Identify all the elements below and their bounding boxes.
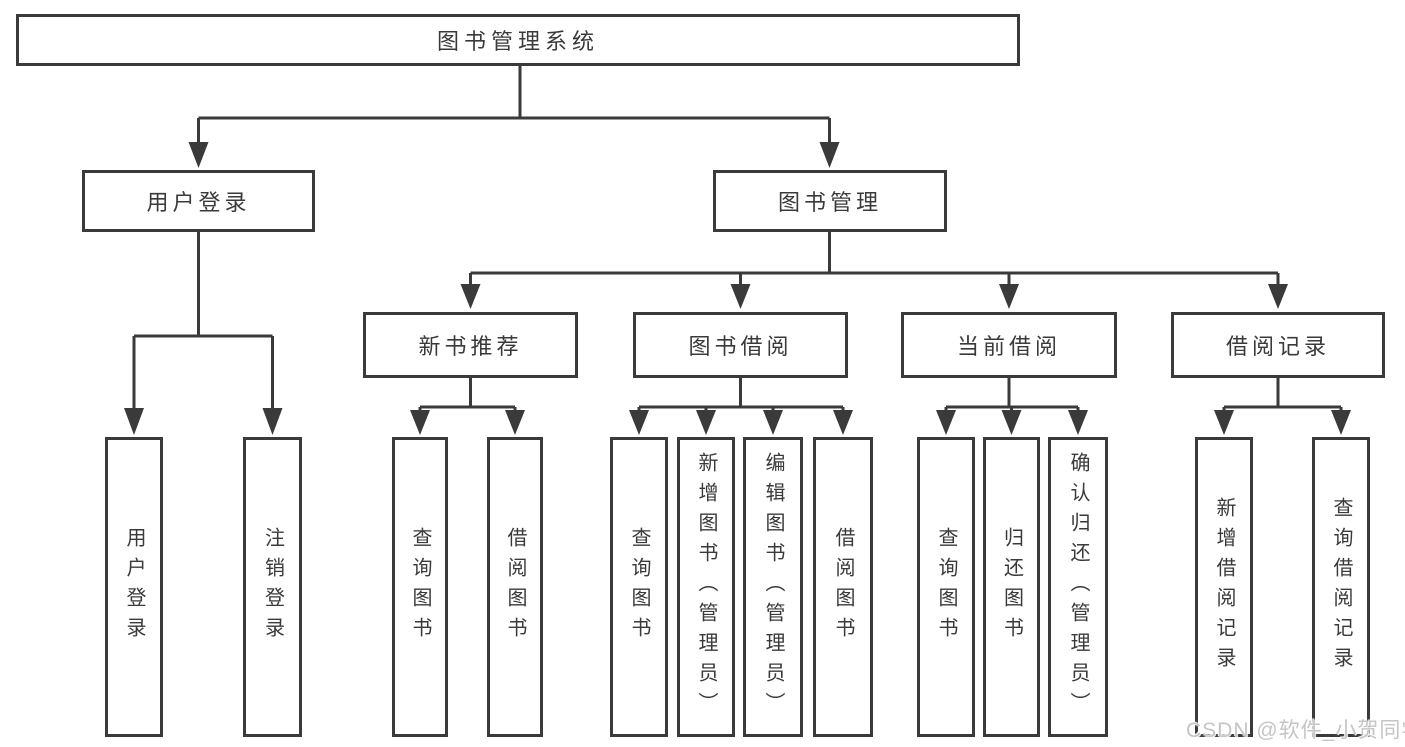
leaf-current-return-books: 归还图书 (983, 437, 1040, 737)
node-book-borrowing-label: 图书借阅 (688, 334, 793, 359)
leaf-records-add-record-label: 新增借阅记录 (1213, 497, 1235, 677)
leaf-borrowing-edit-books-admin-label: 编辑图书（管理员） (762, 452, 784, 722)
leaf-logout: 注销登录 (243, 437, 302, 737)
node-user-login: 用户登录 (82, 170, 315, 232)
leaf-recommend-borrow-books: 借阅图书 (487, 437, 543, 737)
leaf-current-query-books-label: 查询图书 (935, 527, 957, 647)
leaf-logout-label: 注销登录 (261, 527, 284, 647)
arrow-records (1268, 284, 1288, 309)
leaf-records-query-record: 查询借阅记录 (1312, 437, 1370, 737)
leaf-borrowing-query-books: 查询图书 (610, 437, 668, 737)
node-borrowing-records-label: 借阅记录 (1225, 334, 1330, 359)
node-new-book-recommend-label: 新书推荐 (418, 334, 523, 359)
arrow-cur-confirm (1068, 410, 1088, 435)
leaf-borrowing-add-books-admin: 新增图书（管理员） (677, 437, 735, 737)
arrow-recd-query (1331, 410, 1351, 435)
arrow-bor-edit (763, 410, 783, 435)
arrow-bor-query (629, 410, 649, 435)
leaf-borrowing-edit-books-admin: 编辑图书（管理员） (743, 437, 803, 737)
leaf-records-add-record: 新增借阅记录 (1195, 437, 1253, 737)
arrow-bor-borrow (833, 410, 853, 435)
arrow-current (999, 284, 1019, 309)
arrow-leaf-logout (262, 408, 283, 435)
node-borrowing-records: 借阅记录 (1171, 312, 1385, 378)
node-user-login-label: 用户登录 (146, 190, 251, 215)
arrow-borrowing (730, 284, 751, 309)
leaf-recommend-query-books: 查询图书 (392, 437, 448, 737)
arrow-book-management (819, 142, 840, 168)
leaf-current-query-books: 查询图书 (917, 437, 975, 737)
node-library-system: 图书管理系统 (16, 14, 1020, 66)
arrow-user-login (188, 142, 209, 168)
arrow-recommend (460, 284, 481, 309)
arrowheads (124, 142, 1351, 435)
leaf-borrowing-query-books-label: 查询图书 (628, 527, 650, 647)
node-library-system-label: 图书管理系统 (436, 29, 599, 54)
node-current-borrowing-label: 当前借阅 (956, 334, 1061, 359)
node-current-borrowing: 当前借阅 (901, 312, 1117, 378)
arrow-cur-query (936, 410, 956, 435)
leaf-borrowing-add-books-admin-label: 新增图书（管理员） (695, 452, 717, 722)
node-book-management: 图书管理 (713, 170, 947, 232)
arrow-bor-add (696, 410, 716, 435)
leaf-current-return-books-label: 归还图书 (1000, 527, 1023, 647)
arrow-recd-add (1214, 410, 1234, 435)
arrow-rec-query (410, 410, 430, 435)
leaf-user-login-label: 用户登录 (123, 527, 145, 647)
arrow-rec-borrow (505, 410, 525, 435)
leaf-borrowing-borrow-books: 借阅图书 (813, 437, 873, 737)
arrow-leaf-login (124, 408, 144, 435)
node-book-management-label: 图书管理 (777, 190, 882, 215)
arrow-cur-return (1001, 410, 1022, 435)
leaf-recommend-query-books-label: 查询图书 (409, 527, 431, 647)
leaf-records-query-record-label: 查询借阅记录 (1330, 497, 1352, 677)
leaf-borrowing-borrow-books-label: 借阅图书 (832, 527, 854, 647)
leaf-recommend-borrow-books-label: 借阅图书 (504, 527, 526, 647)
csdn-watermark: CSDN @软件_小贺同学 (1186, 719, 1405, 742)
leaf-current-confirm-return-admin: 确认归还（管理员） (1048, 437, 1108, 737)
leaf-user-login: 用户登录 (105, 437, 163, 737)
node-book-borrowing: 图书借阅 (633, 312, 848, 378)
leaf-current-confirm-return-admin-label: 确认归还（管理员） (1067, 452, 1089, 722)
node-new-book-recommend: 新书推荐 (363, 312, 578, 378)
